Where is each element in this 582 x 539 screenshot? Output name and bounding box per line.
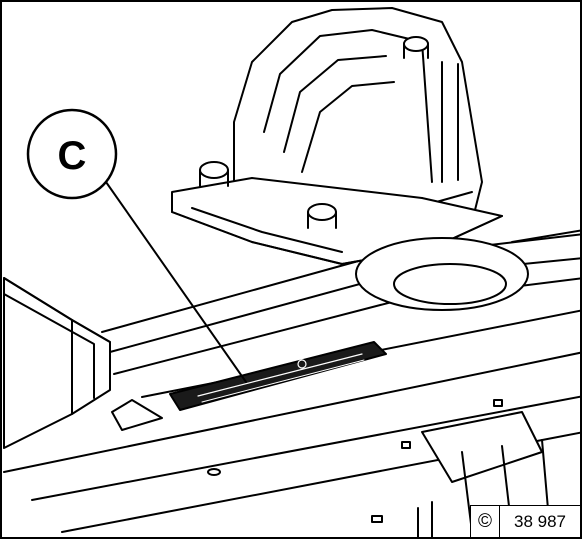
label-plate	[169, 341, 387, 411]
callout-c: C	[26, 108, 247, 383]
left-cover	[3, 277, 111, 449]
bolts	[199, 36, 429, 229]
copyright-symbol: ©	[471, 506, 500, 537]
figure-number: 38 987	[514, 511, 566, 531]
round-opening	[355, 229, 580, 311]
figure-reference-box: © 38 987	[470, 505, 580, 537]
callout-letter: C	[58, 134, 87, 178]
